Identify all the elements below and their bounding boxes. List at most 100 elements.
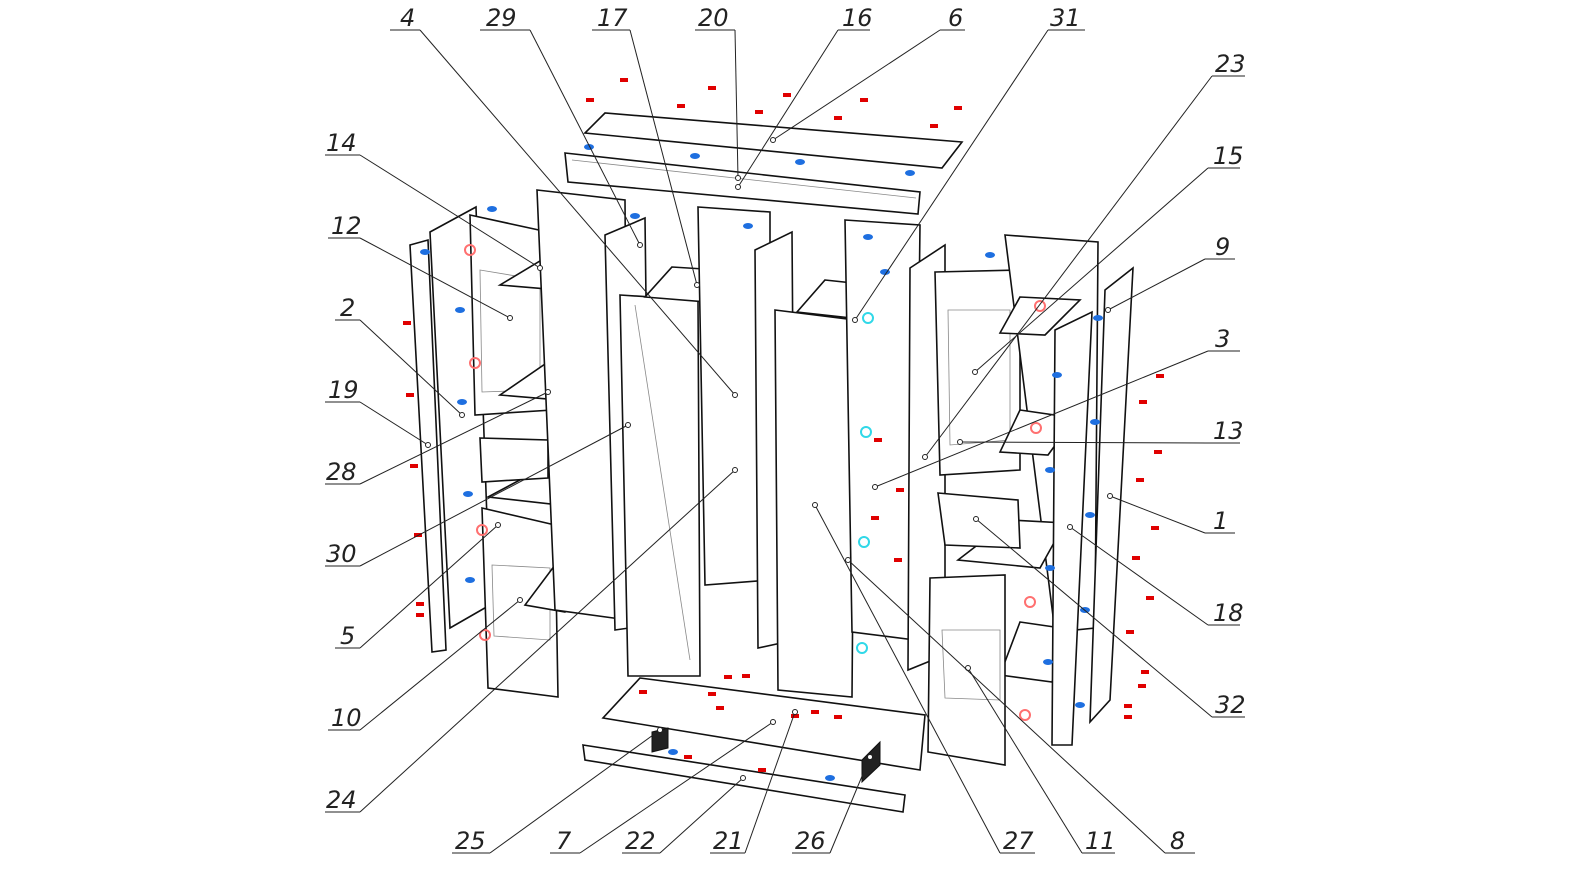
screw-icon xyxy=(930,124,938,128)
leader-point xyxy=(972,369,978,375)
cam-lock-icon xyxy=(905,170,915,176)
part-number-label: 4 xyxy=(400,4,415,32)
part-number-label: 6 xyxy=(948,4,963,32)
part-number-label: 18 xyxy=(1213,599,1244,627)
hinge-icon xyxy=(464,244,476,256)
leader-line xyxy=(1107,258,1206,311)
hinge-icon xyxy=(1019,709,1031,721)
part-number-label: 2 xyxy=(340,294,355,322)
leader-point xyxy=(770,719,776,725)
screw-icon xyxy=(1141,670,1149,674)
center-left-door xyxy=(619,294,701,677)
callout-1: 1 xyxy=(1107,493,1235,535)
screw-icon xyxy=(791,714,799,718)
callout-28: 28 xyxy=(325,389,551,486)
callout-29: 29 xyxy=(480,4,643,248)
leader-point xyxy=(812,502,818,508)
right-shelf-top xyxy=(998,296,1082,336)
leader-point xyxy=(732,392,738,398)
part-number-label: 16 xyxy=(842,4,873,32)
part-number-label: 21 xyxy=(713,827,744,855)
leader-point xyxy=(1105,307,1111,313)
cam-lock-icon xyxy=(420,249,430,255)
cam-lock-icon xyxy=(668,749,678,755)
right-plinth-bracket xyxy=(861,740,881,784)
cam-lock-icon xyxy=(825,775,835,781)
leader-line xyxy=(359,599,521,731)
callout-2: 2 xyxy=(335,294,465,418)
screw-icon xyxy=(410,464,418,468)
part-number-label: 19 xyxy=(328,376,359,404)
leader-line xyxy=(974,167,1209,373)
leader-point xyxy=(1107,493,1113,499)
leader-line xyxy=(359,237,511,319)
callout-27: 27 xyxy=(812,502,1035,855)
callout-3: 3 xyxy=(872,325,1240,490)
screw-icon xyxy=(871,516,879,520)
screw-icon xyxy=(1132,556,1140,560)
leader-line xyxy=(737,29,839,188)
part-number-label: 3 xyxy=(1215,325,1230,353)
cam-lock-icon xyxy=(1052,372,1062,378)
bottom-base-panel xyxy=(601,677,926,771)
callout-9: 9 xyxy=(1105,233,1235,313)
leader-line xyxy=(359,401,429,446)
callout-21: 21 xyxy=(710,709,798,855)
callout-31: 31 xyxy=(852,4,1085,323)
part-number-label: 27 xyxy=(1003,827,1034,855)
screw-icon xyxy=(755,110,763,114)
leader-point xyxy=(545,389,551,395)
leader-line xyxy=(489,729,661,854)
screw-icon xyxy=(1126,630,1134,634)
leader-line xyxy=(629,29,698,286)
screw-icon xyxy=(896,488,904,492)
hinge-icon xyxy=(1034,300,1046,312)
leader-line xyxy=(744,711,796,854)
leader-line xyxy=(359,524,499,649)
leader-line xyxy=(734,29,739,179)
leader-point xyxy=(495,522,501,528)
part-number-label: 26 xyxy=(795,827,826,855)
part-number-label: 1 xyxy=(1213,507,1228,535)
screw-icon xyxy=(403,321,411,325)
leader-line xyxy=(359,391,549,485)
callout-25: 25 xyxy=(452,727,663,855)
parts-group xyxy=(409,112,1134,813)
screw-icon xyxy=(1124,704,1132,708)
part-number-label: 29 xyxy=(486,4,517,32)
part-number-label: 9 xyxy=(1215,233,1230,261)
callout-20: 20 xyxy=(695,4,741,181)
screw-icon xyxy=(1154,450,1162,454)
leader-point xyxy=(867,754,873,760)
callout-8: 8 xyxy=(845,557,1195,855)
leader-line xyxy=(359,154,541,269)
leader-line xyxy=(967,667,1083,854)
cam-lock-icon xyxy=(1085,512,1095,518)
part-number-label: 14 xyxy=(326,129,357,157)
leader-point xyxy=(770,137,776,143)
screw-icon xyxy=(416,602,424,606)
screw-icon xyxy=(742,674,750,678)
part-number-label: 22 xyxy=(625,827,656,855)
leader-point xyxy=(1067,524,1073,530)
leader-line xyxy=(959,441,1209,444)
part-number-label: 25 xyxy=(455,827,486,855)
part-number-label: 28 xyxy=(326,458,357,486)
screw-icon xyxy=(1124,715,1132,719)
leader-point xyxy=(792,709,798,715)
part-number-label: 10 xyxy=(331,704,362,732)
cam-lock-icon xyxy=(795,159,805,165)
leader-line xyxy=(529,29,641,246)
part-number-label: 13 xyxy=(1213,417,1244,445)
screw-icon xyxy=(406,393,414,397)
callout-15: 15 xyxy=(972,142,1244,375)
leader-line xyxy=(359,319,463,416)
hinge-icon xyxy=(1030,422,1042,434)
cam-lock-icon xyxy=(863,234,873,240)
part-number-label: 20 xyxy=(698,4,729,32)
part-number-label: 17 xyxy=(597,4,628,32)
cam-lock-icon xyxy=(1045,467,1055,473)
screw-icon xyxy=(639,690,647,694)
part-number-label: 12 xyxy=(331,212,362,240)
